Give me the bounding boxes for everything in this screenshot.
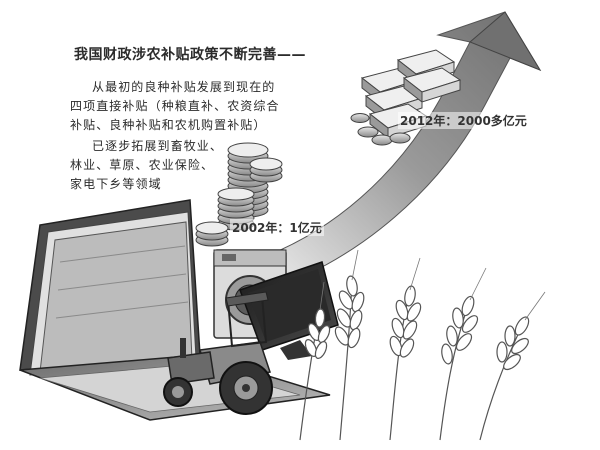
milestone-2002-label: 2002年：1亿元 [230,219,324,236]
page-title: 我国财政涉农补贴政策不断完善—— [74,47,306,63]
body-line: 从最初的良种补贴发展到现在的 [92,80,276,94]
coin-stack-icon [195,142,283,247]
milestone-2012-label: 2012年：2000多亿元 [398,112,529,129]
body-line: 林业、草原、农业保险、 [70,158,215,172]
body-line: 家电下乡等领域 [70,177,162,191]
wheat-icon [299,249,546,441]
body-line: 四项直接补贴（种粮直补、农资综合 [70,99,280,113]
rising-arrow [249,11,542,291]
body-line: 补贴、良种补贴和农机购置补贴） [70,118,267,132]
tractor-icon [163,291,273,415]
body-line: 已逐步拓展到畜牧业、 [92,139,224,153]
